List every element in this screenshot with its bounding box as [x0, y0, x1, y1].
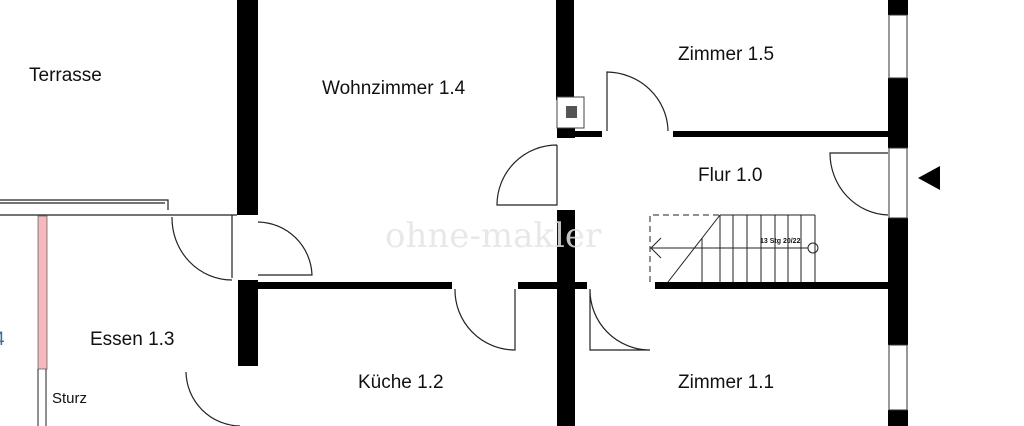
room-label-zimmer15: Zimmer 1.5 — [678, 44, 774, 65]
door-entrance[interactable] — [829, 152, 889, 216]
wall-center-stub — [557, 128, 575, 138]
wall-center-bottom — [557, 210, 575, 426]
wall-right-2 — [888, 78, 908, 148]
staircase — [649, 214, 819, 283]
room-label-essen: Essen 1.3 — [90, 329, 175, 350]
window-zimmer15 — [888, 14, 908, 79]
column — [37, 215, 48, 370]
watermark-logo: ohne-makler — [385, 216, 602, 256]
entrance-opening — [888, 147, 908, 219]
terrace-edge — [0, 199, 237, 278]
wall-zimmer11-top — [655, 282, 889, 289]
door-kueche[interactable] — [454, 288, 516, 351]
stairs-label: 13 Stg 20/22 — [760, 238, 801, 245]
room-label-flur: Flur 1.0 — [698, 165, 762, 186]
wall-kueche-top — [258, 282, 452, 289]
room-label-terrasse: Terrasse — [29, 65, 102, 86]
door-zimmer11[interactable] — [589, 288, 651, 351]
door-wohnzimmer[interactable] — [496, 144, 558, 206]
window-zimmer11 — [888, 344, 908, 411]
door-wohnzimmer-essen[interactable] — [257, 221, 313, 276]
wall-center-top — [556, 0, 574, 100]
sturz-label: Sturz — [52, 390, 87, 407]
wall-right-3 — [888, 218, 908, 345]
room-label-zimmer11: Zimmer 1.1 — [678, 372, 774, 393]
wall-zimmer15-bottom — [673, 131, 889, 137]
chimney-flue — [566, 106, 577, 118]
wall-wohnzimmer-left — [237, 0, 258, 215]
wall-right-4 — [888, 410, 908, 426]
door-terrasse[interactable] — [171, 216, 233, 281]
room-label-kueche: Küche 1.2 — [358, 372, 444, 393]
edge-number-label: 4 — [0, 329, 5, 350]
door-essen[interactable] — [185, 371, 241, 426]
wall-right-1 — [888, 0, 908, 15]
entrance-arrow-icon — [918, 166, 940, 190]
wall-essen-right — [238, 280, 258, 366]
door-zimmer15[interactable] — [606, 71, 669, 132]
wall-flur-bottom-stub — [575, 282, 587, 289]
wall-flur-top-left — [575, 131, 602, 137]
wall-kueche-top-right — [518, 282, 557, 289]
room-label-wohnzimmer: Wohnzimmer 1.4 — [322, 78, 466, 99]
walls — [237, 0, 908, 426]
